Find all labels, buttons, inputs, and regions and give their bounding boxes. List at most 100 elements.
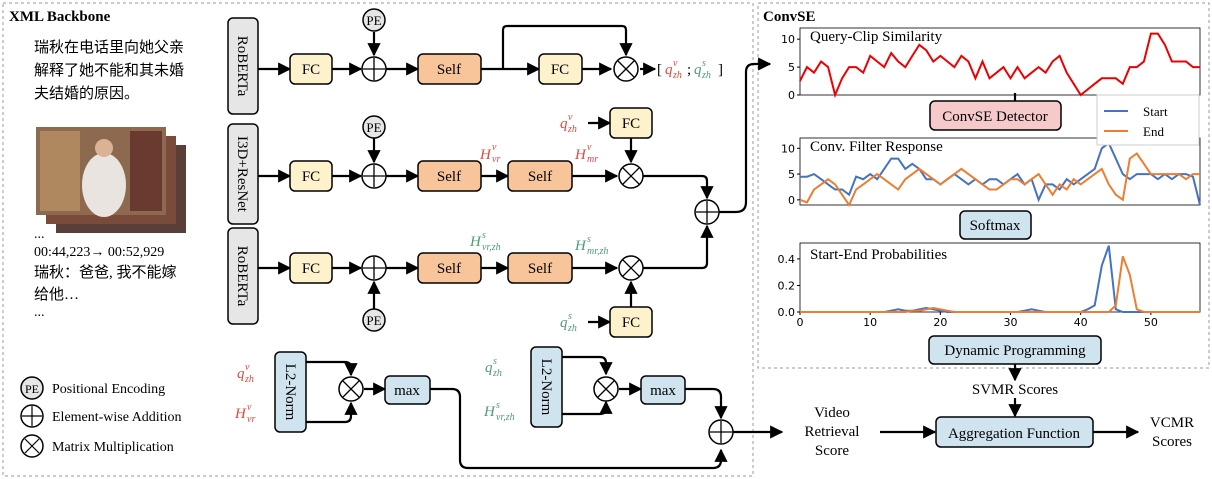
video-frames: [36, 127, 186, 233]
x-tick-label: 30: [1004, 316, 1018, 329]
add-icon-merge: [694, 199, 720, 225]
svg-text:q: q: [485, 360, 493, 376]
svg-text:max: max: [650, 383, 676, 399]
x-tick-label: 20: [933, 316, 947, 329]
video-frame-door: [130, 131, 162, 211]
y-tick-label: 0: [788, 194, 795, 207]
chart3-title: Start-End Probabilities: [810, 247, 947, 263]
label-H-vr-v: H v vr: [479, 142, 500, 165]
fc-block-subtitle: [289, 252, 333, 284]
matmul-icon-video: [618, 163, 644, 189]
svg-text:zh: zh: [672, 70, 682, 81]
plot-frame: [799, 137, 1201, 206]
svg-text:q: q: [237, 366, 245, 382]
svg-text:v: v: [247, 402, 252, 413]
svg-text:Dynamic Programming: Dynamic Programming: [944, 343, 1086, 359]
svg-text:FC: FC: [302, 261, 320, 277]
pe-circle-query: [362, 8, 386, 32]
video-frame-wall: [40, 131, 80, 211]
svg-text:zh: zh: [492, 368, 502, 379]
svg-text:I3D+ResNet: I3D+ResNet: [234, 136, 250, 213]
svg-text:s: s: [702, 58, 706, 69]
x-tick-label: 50: [1144, 316, 1158, 329]
label-q-zh-s-row3: q s zh: [560, 311, 577, 334]
label-H-vr-zh-s: H s vr,zh: [469, 230, 501, 253]
subtitle-line-1: 瑞秋：爸爸, 我不能嫁: [34, 264, 177, 281]
svg-text:v: v: [245, 362, 250, 373]
encoder-roberta-bottom: RoBERTa: [227, 227, 259, 325]
self-block-video-2: [507, 160, 573, 192]
svg-text:zh: zh: [244, 374, 254, 385]
add-icon-retrieval: [708, 419, 734, 445]
mid-retrieval-arrows: [562, 355, 784, 439]
max-block-mid: [640, 375, 686, 405]
add-icon-subtitle: [361, 255, 387, 281]
max-block-left: [384, 375, 431, 405]
svg-text:H: H: [574, 147, 587, 163]
video-frame-person: [82, 153, 126, 217]
y-tick-label: 5: [788, 61, 795, 74]
query-line-2: 解释了她不能和其未婚: [34, 62, 184, 79]
series-line-similarity: [799, 32, 1200, 99]
subtitle-dots-top: ...: [34, 227, 45, 242]
svg-text:FC: FC: [302, 62, 320, 78]
svg-text:Self: Self: [528, 169, 552, 185]
self-block-query: [417, 53, 482, 85]
pe-circle-video: [362, 115, 386, 139]
svg-text:]: ]: [718, 62, 723, 78]
convse-detector-block: [929, 100, 1062, 131]
l2norm-left: [274, 351, 307, 433]
row-query: [258, 24, 657, 76]
video-retrieval-score-label: Video Retrieval Score: [805, 405, 860, 459]
x-tick-label: 40: [1074, 316, 1088, 329]
svg-text:max: max: [394, 383, 420, 399]
fc-block-video: [289, 160, 333, 192]
l2norm-mid: [530, 346, 563, 428]
y-tick-label: 0.2: [778, 279, 796, 292]
label-q-zh-v-row2: q v zh: [560, 112, 577, 135]
self-block-subtitle-1: [417, 252, 482, 284]
series-line-end: [800, 255, 1200, 313]
labels-left-retrieval: q v zh H v vr: [234, 362, 255, 425]
x-tick-label: 0: [797, 316, 804, 329]
svg-text:PE: PE: [366, 120, 381, 135]
svg-text:;: ;: [687, 62, 691, 78]
svg-text:v: v: [587, 142, 592, 153]
svg-text:mr: mr: [587, 154, 598, 165]
svg-text:Score: Score: [815, 443, 849, 459]
pe-circle-subtitle: [362, 308, 386, 332]
add-icon-video: [361, 163, 387, 189]
svg-text:Self: Self: [437, 62, 461, 78]
plot-frame: [799, 27, 1201, 96]
y-tick-label: 10: [781, 142, 795, 155]
chart2-legend: Start End: [1096, 94, 1200, 146]
svg-text:[: [: [657, 62, 662, 78]
chart1-title: Query-Clip Similarity: [810, 29, 943, 45]
svg-text:VCMR: VCMR: [1150, 415, 1194, 431]
svg-text:PE: PE: [366, 13, 381, 28]
y-tick-label: 10: [781, 33, 795, 46]
matmul-icon-subtitle: [618, 255, 644, 281]
fc-block-video-query: [609, 107, 653, 139]
svg-text:s: s: [587, 234, 591, 245]
matmul-icon-mid: [593, 376, 619, 402]
label-H-mr-v: H v mr: [574, 142, 598, 165]
subtitle-time: 00:44,223→ 00:52,929: [34, 245, 164, 260]
svg-text:PE: PE: [25, 382, 39, 396]
svg-text:H: H: [479, 147, 492, 163]
legend-times-label: Matrix Multiplication: [52, 440, 174, 455]
fc-block-query-2: [538, 53, 583, 85]
vcmr-scores-label: VCMR Scores: [1150, 415, 1194, 450]
series-line-end: [799, 152, 1200, 208]
encoder-roberta-top: RoBERTa: [227, 17, 259, 115]
svg-text:q: q: [665, 62, 673, 78]
labels-mid-retrieval: q s zh H s vr,zh: [483, 356, 515, 423]
matmul-icon-left: [338, 376, 364, 402]
dynamic-programming-block: [928, 335, 1102, 365]
legend: PE Positional Encoding Element-wise Addi…: [20, 376, 181, 458]
add-icon-query: [361, 56, 387, 82]
svg-text:H: H: [469, 234, 482, 250]
